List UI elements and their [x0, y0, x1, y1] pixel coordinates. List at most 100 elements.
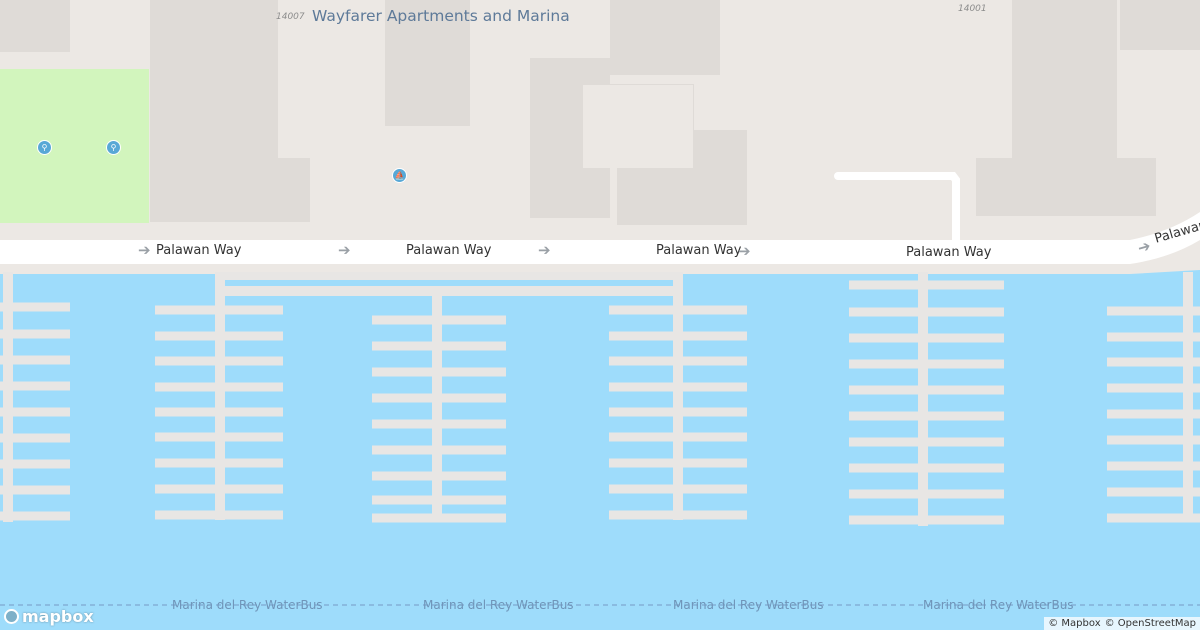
buildings-layer: [0, 0, 1200, 225]
dock-slip: [609, 356, 747, 366]
dock-slip: [0, 433, 70, 443]
dock-slip: [155, 432, 283, 442]
attribution-link[interactable]: © Mapbox: [1048, 618, 1101, 629]
attribution: © Mapbox © OpenStreetMap: [1044, 617, 1200, 630]
dock-slip: [849, 307, 1004, 317]
mapbox-logo[interactable]: mapbox: [4, 607, 94, 626]
dock-slip: [609, 407, 747, 417]
dock-slip: [0, 381, 70, 391]
dock-slip: [155, 356, 283, 366]
dock-slip: [849, 280, 1004, 290]
dock-slip: [1107, 357, 1200, 367]
dock-slip: [1107, 435, 1200, 445]
dock-walkway: [225, 286, 673, 296]
sailing-icon[interactable]: ⛵: [392, 168, 407, 183]
ferry-route-label: Marina del Rey WaterBus: [923, 598, 1074, 612]
one-way-arrow-icon: ➔: [338, 241, 351, 259]
dock-main-pier: [673, 272, 683, 520]
dock-slip: [372, 419, 506, 429]
dock-slip: [1107, 409, 1200, 419]
attribution-link[interactable]: © OpenStreetMap: [1104, 618, 1196, 629]
tennis-icon[interactable]: ⚲: [37, 140, 52, 155]
courtyard: [583, 85, 693, 168]
dock-slip: [849, 463, 1004, 473]
one-way-arrow-icon: ➔: [538, 241, 551, 259]
dock-slip: [0, 355, 70, 365]
dock-slip: [609, 432, 747, 442]
street-label: Palawan Way: [406, 243, 492, 258]
dock-slip: [155, 407, 283, 417]
dock-slip: [609, 510, 747, 520]
dock-slip: [1107, 383, 1200, 393]
dock-main-pier: [215, 272, 225, 520]
dock-slip: [372, 495, 506, 505]
dock-main-pier: [432, 286, 442, 520]
street-label: Palawan Way: [656, 243, 742, 258]
dock-slip: [0, 407, 70, 417]
dock-slip: [849, 385, 1004, 395]
tennis-park: [0, 69, 149, 223]
dock-slip: [155, 458, 283, 468]
poi-title[interactable]: Wayfarer Apartments and Marina: [312, 7, 570, 25]
building: [0, 0, 70, 52]
dock-slip: [1107, 332, 1200, 342]
one-way-arrow-icon: ➔: [138, 241, 151, 259]
dock-slip: [372, 315, 506, 325]
dock-slip: [849, 515, 1004, 525]
dock-slip: [155, 382, 283, 392]
street-label: Palawan Way: [156, 243, 242, 258]
mapbox-logo-icon: [4, 609, 19, 624]
dock-slip: [609, 331, 747, 341]
dock-slip: [849, 411, 1004, 421]
courtyard: [620, 76, 690, 84]
dock-slip: [0, 329, 70, 339]
dock-slip: [1107, 461, 1200, 471]
palawan-way-road: [0, 212, 1200, 264]
dock-slip: [372, 471, 506, 481]
dock-slip: [609, 484, 747, 494]
service-drive: [834, 172, 960, 250]
roads-layer: [0, 172, 1200, 264]
dock-slip: [0, 485, 70, 495]
dock-slip: [372, 445, 506, 455]
dock-slip: [155, 484, 283, 494]
ferry-route-label: Marina del Rey WaterBus: [423, 598, 574, 612]
dock-main-pier: [918, 272, 928, 526]
dock-slip: [609, 305, 747, 315]
dock-slip: [0, 459, 70, 469]
street-label: Palawan Way: [906, 245, 992, 260]
dock-main-pier: [3, 272, 13, 522]
building: [976, 158, 1156, 216]
building: [385, 0, 470, 126]
ferry-route-label: Marina del Rey WaterBus: [673, 598, 824, 612]
docks-layer: [0, 272, 1200, 526]
dock-slip: [849, 489, 1004, 499]
dock-slip: [849, 333, 1004, 343]
dock-slip: [155, 510, 283, 520]
mapbox-logo-text: mapbox: [22, 607, 94, 626]
dock-slip: [372, 341, 506, 351]
dock-slip: [1107, 487, 1200, 497]
address-label: 14007: [276, 12, 305, 22]
marina-water: [0, 270, 1200, 630]
dock-slip: [155, 305, 283, 315]
dock-slip: [155, 331, 283, 341]
building: [150, 158, 310, 222]
dock-slip: [372, 513, 506, 523]
dock-slip: [609, 382, 747, 392]
tennis-icon[interactable]: ⚲: [106, 140, 121, 155]
dock-slip: [849, 359, 1004, 369]
building: [1120, 0, 1200, 50]
dock-walkway: [225, 272, 673, 280]
address-label: 14001: [958, 4, 987, 14]
dock-slip: [0, 302, 70, 312]
one-way-arrow-icon: ➔: [738, 242, 751, 260]
dock-slip: [372, 393, 506, 403]
dock-slip: [1107, 306, 1200, 316]
building: [610, 0, 720, 75]
ferry-route-label: Marina del Rey WaterBus: [172, 598, 323, 612]
dock-slip: [849, 437, 1004, 447]
dock-slip: [0, 511, 70, 521]
